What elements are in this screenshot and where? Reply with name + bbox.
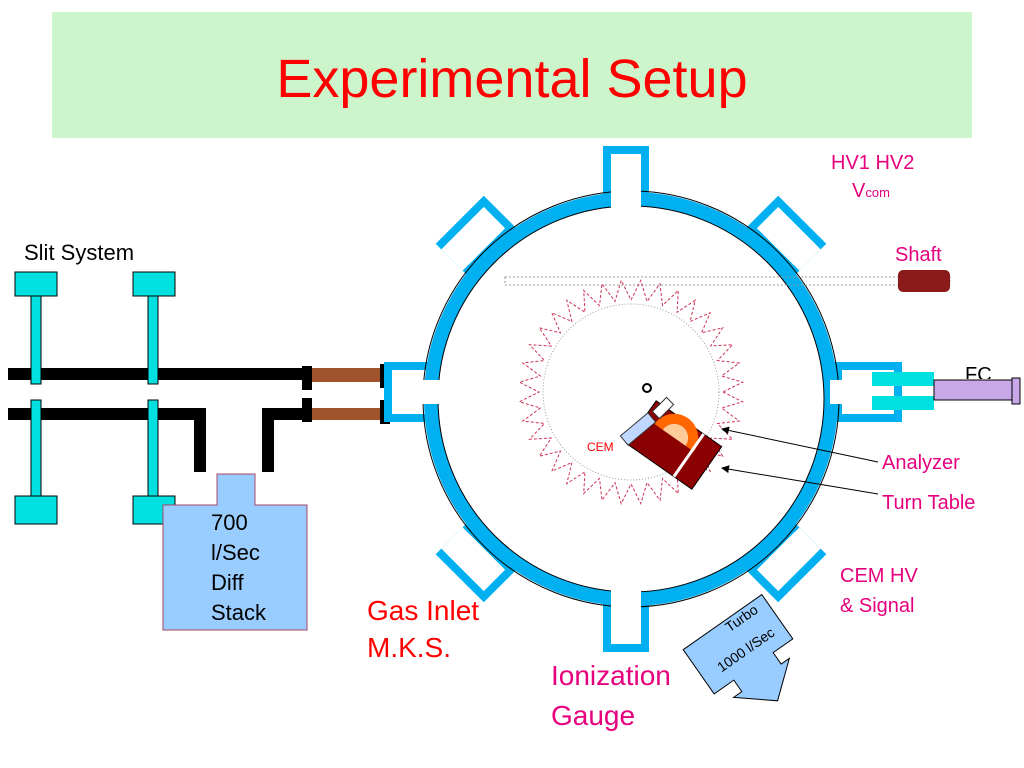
gas-inlet-label: Gas Inlet — [367, 595, 480, 626]
analyzer-label: Analyzer — [882, 452, 960, 474]
port-bottom-opening — [611, 584, 641, 644]
port-openings — [392, 154, 894, 644]
slit-2-lower-rod — [147, 399, 159, 497]
pump-type-label-1: Diff — [211, 570, 244, 595]
slit-1-upper-rod — [30, 295, 42, 385]
fc-endcap — [1011, 377, 1021, 405]
pump-branch-right-wall — [262, 408, 274, 472]
chamber-wall-inner — [437, 205, 825, 593]
fc-rod — [933, 379, 1019, 401]
turntable-analyzer — [619, 383, 723, 490]
fc-label: FC — [965, 364, 992, 379]
diffusion-pump-body — [162, 473, 308, 631]
target-marker — [642, 383, 652, 393]
pipe-joiner-lower — [302, 398, 312, 422]
slide-title: Experimental Setup — [276, 49, 748, 109]
analyzer-arrow — [721, 426, 879, 463]
hv-label: HV1 HV2 — [831, 152, 915, 174]
diffusion-pump — [162, 473, 308, 631]
port-top-opening — [611, 154, 641, 214]
slit-1-lower-rod — [30, 399, 42, 497]
flange-upper — [312, 368, 380, 382]
turn-table-label: Turn Table — [882, 492, 976, 514]
slit-2-upper-rod — [147, 295, 159, 385]
beam-pipe-lower-right — [268, 408, 308, 420]
vcom-label: Vcom — [852, 180, 890, 203]
analyzer-inner — [662, 423, 689, 446]
turntable-dotted-circle — [542, 303, 720, 481]
title-banner: Experimental Setup — [52, 12, 972, 138]
mks-label: M.K.S. — [367, 632, 452, 663]
slit-1-lower-knob — [14, 495, 58, 525]
port-bottom-left-opening — [441, 527, 505, 591]
cem-detector — [619, 412, 657, 446]
beamline — [8, 364, 390, 472]
pipe-joiner-upper — [302, 366, 312, 390]
pump-speed-label-2: l/Sec — [211, 540, 260, 565]
analyzer-lens — [651, 396, 675, 420]
fc-cyan-upper — [872, 372, 934, 386]
shaft-assembly — [504, 270, 951, 292]
port-top-right-opening — [757, 207, 821, 271]
flange-lower — [312, 408, 380, 420]
ionization-gauge-label-1: Ionization — [551, 660, 671, 691]
turbo-arrow-shape — [682, 593, 794, 702]
cem-hv-label: CEM HV — [840, 565, 918, 587]
slit-2-upper-knob — [132, 271, 176, 297]
ionization-gauge-label-2: Gauge — [551, 700, 636, 731]
slit-system-label: Slit System — [24, 240, 135, 265]
shaft-label: Shaft — [895, 244, 942, 266]
turntable-arrow — [721, 465, 879, 495]
slit-2 — [132, 271, 176, 525]
slit-system — [14, 271, 176, 525]
analyzer-slit — [672, 433, 705, 478]
port-top-left-opening — [441, 207, 505, 271]
shaft-block — [898, 270, 950, 292]
vacuum-chamber — [422, 190, 840, 608]
slit-1 — [14, 271, 58, 525]
port-left-opening — [392, 380, 452, 404]
analyzer-hemisphere — [654, 413, 699, 452]
pump-type-label-2: Stack — [211, 600, 267, 625]
slit-1-upper-knob — [14, 271, 58, 297]
pump-speed-label-1: 700 — [211, 510, 248, 535]
cem-label: CEM — [587, 440, 614, 454]
turbo-pump — [682, 593, 794, 702]
faraday-cup — [872, 372, 1021, 410]
cem-signal-label: & Signal — [840, 595, 915, 617]
port-bottom-right-opening — [757, 527, 821, 591]
vcom-main: V — [852, 180, 866, 202]
vcom-subscript: com — [865, 185, 890, 200]
fc-cyan-lower — [872, 396, 934, 410]
pump-branch-left-wall — [194, 408, 206, 472]
